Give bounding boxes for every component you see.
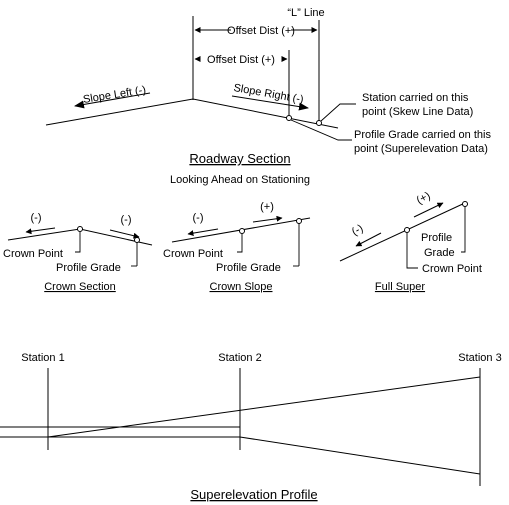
crown-section-arrow-right [109,229,140,239]
station-2-label: Station 2 [218,352,261,364]
crown-section-profile-grade-label: Profile Grade [56,262,121,274]
crown-section-sign-left: (-) [31,212,42,224]
crown-section-crown-point [77,226,83,232]
slope-right-label: Slope Right (-) [233,82,305,106]
crown-slope-sign-left: (-) [193,212,204,224]
crown-slope-sign-right: (+) [260,201,274,213]
crown-slope-profile-point [296,218,302,224]
crown-slope: (-) (+) Crown Point Profile Grade Crown … [163,201,311,293]
crown-slope-arrow-left [187,228,219,237]
slope-left-label: Slope Left (-) [82,84,147,106]
station-point [316,120,322,126]
crown-section-crown-leader [75,232,81,253]
crown-slope-profile-grade-label: Profile Grade [216,262,281,274]
roadway-section: “L” Line Offset Dist (+) Offset Dist (+)… [45,7,491,186]
full-super-profile-label-line1: Profile [421,232,452,244]
roadway-section-subtitle: Looking Ahead on Stationing [170,174,310,186]
slope-left-arrow [74,92,151,109]
full-super-surface [339,201,468,262]
full-super-crown-point-label: Crown Point [422,263,482,275]
crown-section-profile-point [134,237,140,243]
full-super-profile-leader [461,207,466,253]
crown-slope-arrow-right [252,215,283,223]
full-super-profile-label-line2: Grade [424,247,455,259]
crown-section-title: Crown Section [44,281,116,293]
crown-section-arrow-left [25,227,56,235]
profile-note-leader [290,119,352,141]
full-super-arrow-left [355,232,382,247]
full-super-sign-left: (-) [350,222,365,238]
full-super-arrow-right [413,202,444,218]
station-note-leader [320,103,356,122]
crown-section-sign-right: (-) [121,214,132,226]
crown-slope-crown-point [239,228,245,234]
profile-falling-line [239,436,481,475]
station-note-line1: Station carried on this [362,92,469,104]
offset-dist-outer-label: Offset Dist (+) [227,25,295,37]
l-line-label: “L” Line [287,7,324,19]
crown-slope-crown-point-label: Crown Point [163,248,223,260]
roadway-section-title: Roadway Section [189,151,290,166]
superelevation-profile: Station 1 Station 2 Station 3 Supereleva… [0,352,502,502]
station-3-label: Station 3 [458,352,501,364]
full-super-profile-point [462,201,468,207]
crown-slope-title: Crown Slope [210,281,273,293]
station-note-line2: point (Skew Line Data) [362,106,473,118]
profile-note-line1: Profile Grade carried on this [354,129,491,141]
crown-section: (-) (-) Crown Point Profile Grade Crown … [3,212,153,293]
profile-note-line2: point (Superelevation Data) [354,143,488,155]
superelevation-profile-title: Superelevation Profile [190,487,317,502]
full-super-crown-leader [406,233,418,269]
full-super-title: Full Super [375,281,425,293]
offset-dist-inner-label: Offset Dist (+) [207,54,275,66]
full-super-sign-right: (+) [415,190,433,207]
full-super-crown-point [404,227,410,233]
profile-grade-point [286,115,292,121]
station-1-label: Station 1 [21,352,64,364]
crown-section-crown-point-label: Crown Point [3,248,63,260]
slope-right-arrow [231,95,309,111]
crown-slope-crown-leader [237,234,243,253]
profile-rising-line [47,376,481,438]
full-super: (-) (+) Profile Grade Crown Point Full S… [339,190,482,293]
